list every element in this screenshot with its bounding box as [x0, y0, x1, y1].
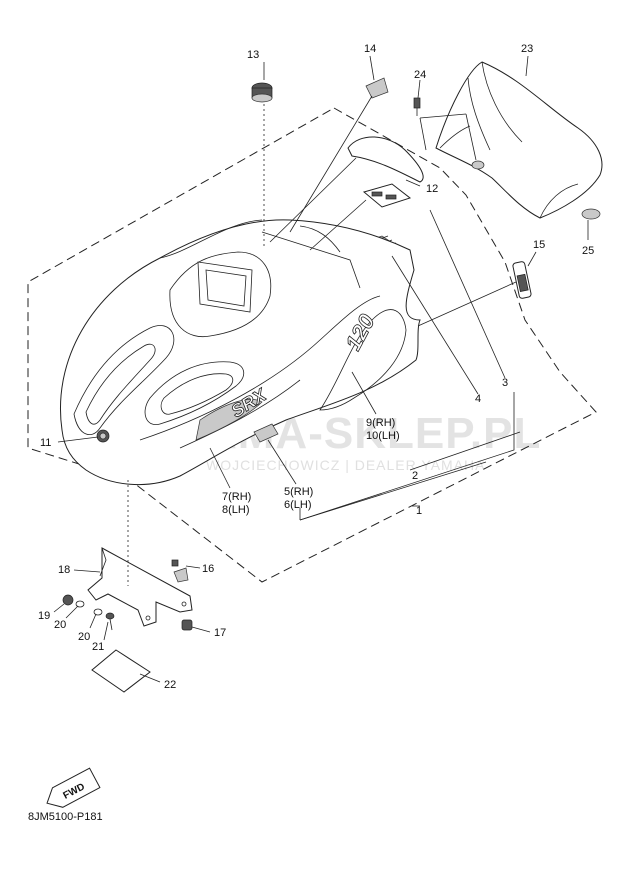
fastener-15: [512, 261, 532, 299]
emblem-11: [96, 429, 110, 443]
fwd-arrow-icon: FWD: [46, 767, 101, 808]
bracket-18: [87, 547, 193, 627]
callout-20a: 20: [54, 619, 66, 631]
callout-25: 25: [582, 245, 594, 257]
callout-23: 23: [521, 43, 533, 55]
callout-3: 3: [502, 377, 508, 389]
windshield-12: [347, 136, 424, 183]
callout-11: 11: [40, 437, 51, 449]
washer-20a: [75, 600, 85, 608]
callout-20b: 20: [78, 631, 90, 643]
callout-15: 15: [533, 239, 545, 251]
callout-13: 13: [247, 49, 259, 61]
hood-body: [60, 219, 421, 485]
cover-grommet: [471, 160, 485, 170]
callout-17: 17: [214, 627, 226, 639]
callout-10: 10(LH): [366, 430, 400, 442]
callout-22: 22: [164, 679, 176, 691]
leader-lines: [53, 55, 589, 683]
washer-20b: [93, 608, 103, 616]
nut-19: [62, 594, 74, 606]
callout-24: 24: [414, 69, 426, 81]
callout-21: 21: [92, 641, 104, 653]
rear-cover: [435, 61, 603, 219]
decal-5: [253, 423, 279, 443]
grommet-25: [581, 208, 601, 220]
callout-9: 9(RH): [366, 417, 395, 429]
callout-1: 1: [416, 505, 422, 517]
callout-14: 14: [364, 43, 376, 55]
callout-18: 18: [58, 564, 70, 576]
callout-19: 19: [38, 610, 50, 622]
callout-5: 5(RH): [284, 486, 313, 498]
decal-12: [362, 183, 412, 208]
callout-labels: 13 14 23 24 12 25 15 3 4 9(RH) 10(LH) 11…: [38, 43, 594, 691]
screw-24: [413, 97, 421, 116]
screw-21: [105, 612, 115, 631]
watermark-sub-text: WOJCIECHOWICZ | DEALER YAMAHA: [206, 457, 485, 473]
callout-7: 7(RH): [222, 491, 251, 503]
nut-17: [181, 619, 193, 631]
clip-14: [365, 77, 389, 99]
bolt-16: [171, 559, 189, 583]
diagram-code: 8JM5100-P181: [28, 811, 103, 823]
callout-16: 16: [202, 563, 214, 575]
callout-8: 8(LH): [222, 504, 250, 516]
callout-2: 2: [412, 470, 418, 482]
grommet-13: [251, 82, 273, 103]
sheet-22: [91, 649, 151, 693]
callout-6: 6(LH): [284, 499, 312, 511]
callout-12: 12: [426, 183, 438, 195]
callout-4: 4: [475, 393, 481, 405]
